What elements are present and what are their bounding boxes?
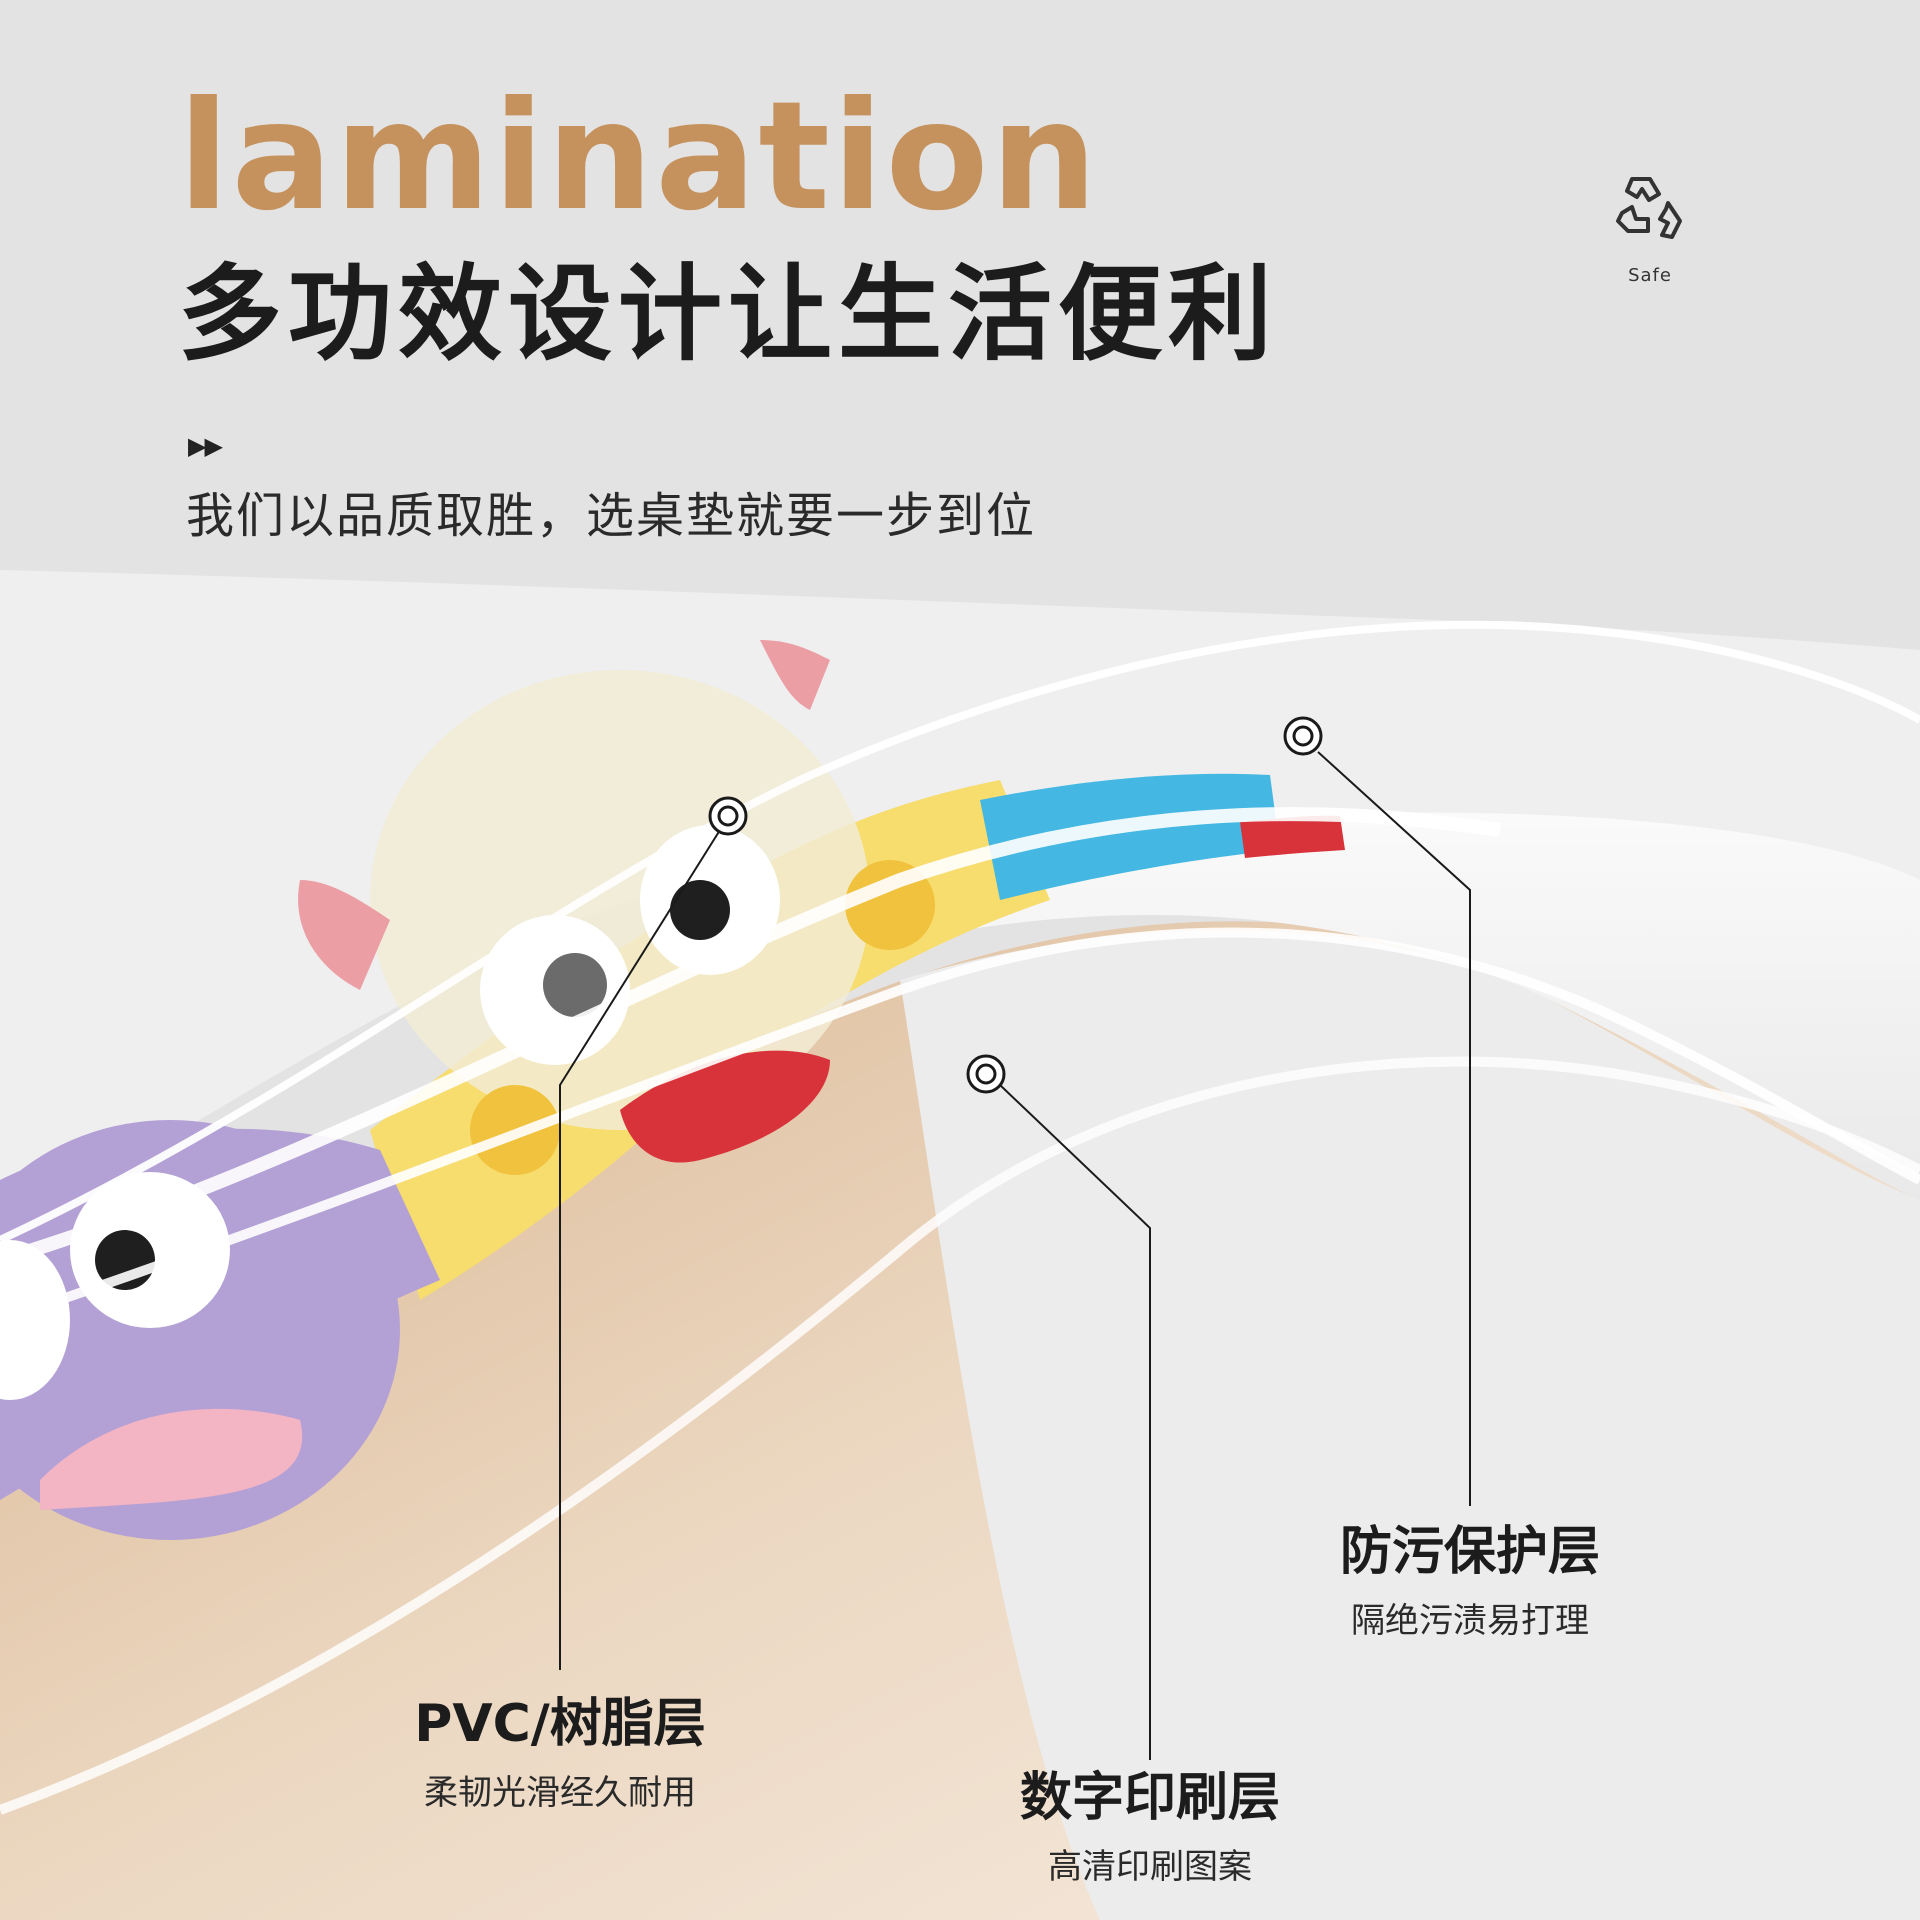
marker-protective-inner [1292,725,1314,747]
sheet-edge-bottom [0,927,1920,1325]
sheet-edge-top [0,620,1920,1244]
callout-protective-layer: 防污保护层 隔绝污渍易打理 [1300,1522,1640,1642]
callout-pvc-desc: 柔韧光滑经久耐用 [424,1773,696,1814]
print-layer-blue [980,773,1280,900]
yellow-monster-pupil-2 [670,880,730,940]
marker-pvc-inner [717,805,739,827]
safe-badge: Safe [1590,165,1710,286]
marker-pvc [708,796,748,836]
purple-monster-mouth [40,1408,303,1510]
white-lower-sheet [900,930,1920,1920]
marker-print-inner [975,1063,997,1085]
safe-label: Safe [1628,265,1672,286]
white-sheet-curl [760,812,1920,1200]
marker-protective [1283,716,1323,756]
print-layer-red [1240,815,1345,858]
callout-pvc-layer: PVC/树脂层 柔韧光滑经久耐用 [380,1694,740,1814]
marker-print [966,1054,1006,1094]
title-chinese: 多功效设计让生活便利 [178,253,1279,375]
callout-print-desc: 高清印刷图案 [1048,1847,1252,1888]
callout-print-title: 数字印刷层 [1019,1768,1280,1828]
sheet-edge-lower [0,1056,1920,1815]
monster-horn-right [760,640,830,710]
callout-pvc-title: PVC/树脂层 [414,1694,706,1754]
leader-pvc [559,829,721,1670]
callout-print-layer: 数字印刷层 高清印刷图案 [990,1768,1310,1888]
callout-protective-title: 防污保护层 [1339,1522,1600,1582]
leader-lines [559,751,1471,1760]
recycle-icon [1616,177,1682,239]
subtitle: 我们以品质取胜，选桌垫就要一步到位 [186,488,1037,544]
purple-monster-eye-white-2 [0,1240,70,1400]
leader-print [999,1084,1151,1760]
sheet-edge-middle [0,807,1502,1267]
callout-protective-desc: 隔绝污渍易打理 [1351,1601,1589,1642]
leader-protective [1317,751,1471,1506]
double-arrow-icon: ▶▶ [188,432,223,460]
marker-circles [708,716,1323,1094]
yellow-monster-pupil-1 [543,953,607,1017]
title-english: lamination [178,70,1100,244]
monster-horn-left [298,880,390,990]
